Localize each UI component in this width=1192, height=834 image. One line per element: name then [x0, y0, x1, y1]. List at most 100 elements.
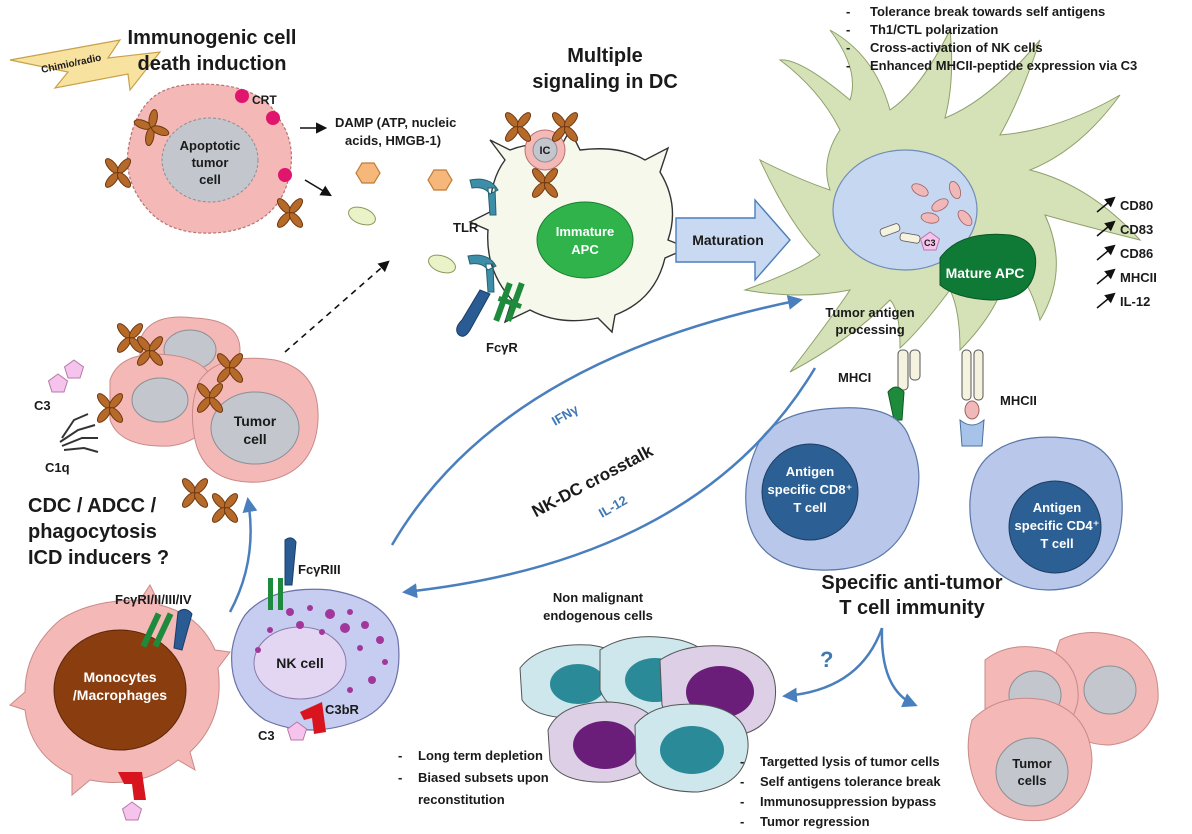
- tlr-receptor: [469, 178, 499, 216]
- immature-apc-label-line2: APC: [571, 242, 599, 257]
- mhcii-molecule: [961, 349, 972, 401]
- top-outcomes-list: - Tolerance break towards self antigens …: [846, 4, 1137, 73]
- mhcii-label: MHCII: [1000, 393, 1037, 408]
- tumor-nucleus: [131, 377, 189, 423]
- cd8-label-line2: specific CD8⁺: [768, 482, 853, 497]
- list-item: Th1/CTL polarization: [870, 22, 998, 37]
- mhc-molecule: [879, 223, 901, 237]
- tumor-nucleus: [995, 737, 1069, 807]
- arrow-to-endogenous-cells: [782, 627, 884, 703]
- mature-apc-endosome: [832, 149, 978, 271]
- depletion-effects-list: - Long term depletion - Biased subsets u…: [398, 748, 549, 807]
- damp-nucleic-icon: [348, 206, 376, 226]
- crt-dot: [235, 89, 249, 103]
- tumor-nucleus: [1083, 665, 1137, 715]
- fcgr-receptor: [278, 578, 283, 610]
- macrophage-nucleus: [53, 629, 187, 751]
- mhc-peptide-fragment: [931, 198, 949, 212]
- list-item: Long term depletion: [418, 748, 543, 763]
- tumor-nucleus: [210, 391, 300, 465]
- question-mark: ?: [820, 647, 833, 672]
- arrow-to-damp-molecules: [304, 179, 332, 197]
- immune-complex-core: [532, 137, 558, 163]
- endogenous-cell-cluster: [519, 636, 777, 793]
- tumor-effects-list: - Targetted lysis of tumor cells - Self …: [740, 754, 941, 829]
- c1q-label: C1q: [45, 460, 70, 475]
- processing-label-line2: processing: [835, 322, 904, 337]
- antibody-icon: [502, 110, 534, 144]
- mhc-peptide-fragment: [948, 180, 962, 200]
- cd4-label-line1: Antigen: [1033, 500, 1081, 515]
- il12-arrow: [402, 367, 817, 599]
- c3-icon: [48, 373, 68, 393]
- cdc-label-line2: phagocytosis: [28, 521, 157, 543]
- tcr-cd4: [959, 418, 985, 447]
- damp-atp-icon: [355, 162, 381, 184]
- c3-icon: [64, 359, 84, 379]
- tlr-label: TLR: [453, 220, 479, 235]
- mhci-molecule: [909, 349, 921, 381]
- fcgr-receptor: [140, 612, 162, 648]
- list-bullet: -: [740, 754, 744, 769]
- marker-label: CD80: [1120, 198, 1153, 213]
- c3-bottom-label: C3: [258, 728, 275, 743]
- monocytes-label-line2: /Macrophages: [73, 687, 167, 703]
- marker-label: CD83: [1120, 222, 1153, 237]
- mature-apc-nucleus: [939, 233, 1037, 301]
- c3-receptor: [118, 772, 146, 800]
- tumor-cell-cluster: Tumor cells: [967, 632, 1159, 822]
- list-bullet: -: [846, 4, 850, 19]
- non-malignant-label-line1: Non malignant: [553, 590, 644, 605]
- endogenous-nucleus: [573, 721, 637, 769]
- immature-apc-nucleus: [536, 201, 634, 279]
- list-item: Cross-activation of NK cells: [870, 40, 1043, 55]
- maturation-markers: CD80 CD83 CD86 MHCII IL-12: [1096, 196, 1157, 309]
- ifng-arrow: [390, 295, 803, 546]
- mhcii-molecule: [973, 349, 984, 401]
- crt-dot: [278, 168, 292, 182]
- cd4-label-line3: T cell: [1040, 536, 1073, 551]
- list-bullet: -: [398, 770, 402, 785]
- apoptotic-label-line1: Apoptotic: [180, 138, 241, 153]
- endogenous-nucleus: [660, 726, 724, 774]
- apoptotic-nucleus: [161, 117, 259, 203]
- marker-label: CD86: [1120, 246, 1153, 261]
- list-item: Self antigens tolerance break: [760, 774, 941, 789]
- non-malignant-label-line2: endogenous cells: [543, 608, 653, 623]
- cd8-t-cell-nucleus: [761, 443, 859, 541]
- nk-granules: [255, 605, 388, 693]
- c3-left-label: C3: [34, 398, 51, 413]
- il12-arrow-label: IL-12: [596, 492, 630, 520]
- list-bullet: -: [740, 794, 744, 809]
- immature-apc-label-line1: Immature: [556, 224, 615, 239]
- up-arrow-icon: [1096, 220, 1116, 237]
- mhc-peptide-fragment: [911, 183, 929, 197]
- c3br-label: C3bR: [325, 702, 360, 717]
- maturation-arrow: [675, 198, 791, 282]
- c1q-icon: [59, 413, 99, 453]
- fcgr-1234-label: FcγRI/II/III/IV: [115, 592, 192, 607]
- antibody-icon: [274, 196, 306, 230]
- apoptotic-label-line3: cell: [199, 172, 221, 187]
- cdc-label-line1: CDC / ADCC /: [28, 495, 157, 517]
- fcgr-receptor: [284, 537, 297, 586]
- multiple-signaling-line2: signaling in DC: [532, 71, 678, 93]
- specific-immunity-line1: Specific anti-tumor: [821, 572, 1002, 594]
- cd4-t-cell-nucleus: [1008, 480, 1102, 574]
- marker-label: IL-12: [1120, 294, 1150, 309]
- fcgr-receptor: [173, 608, 193, 651]
- list-item: Immunosuppression bypass: [760, 794, 936, 809]
- cdc-label-line3: ICD inducers ?: [28, 547, 169, 569]
- nk-cell-label: NK cell: [276, 655, 323, 671]
- list-bullet: -: [398, 748, 402, 763]
- list-item: Tumor regression: [760, 814, 870, 829]
- ifng-label: IFNγ: [549, 401, 582, 428]
- mhc-molecule: [899, 232, 921, 244]
- tcr-cd8: [887, 386, 905, 421]
- crt-label: CRT: [252, 93, 277, 107]
- lightning-icon: [9, 39, 162, 92]
- endogenous-nucleus: [550, 664, 606, 704]
- apoptotic-label-line2: tumor: [192, 155, 229, 170]
- list-item: Biased subsets upon: [418, 770, 549, 785]
- damp-label-line2: acids, HMGB-1): [345, 133, 441, 148]
